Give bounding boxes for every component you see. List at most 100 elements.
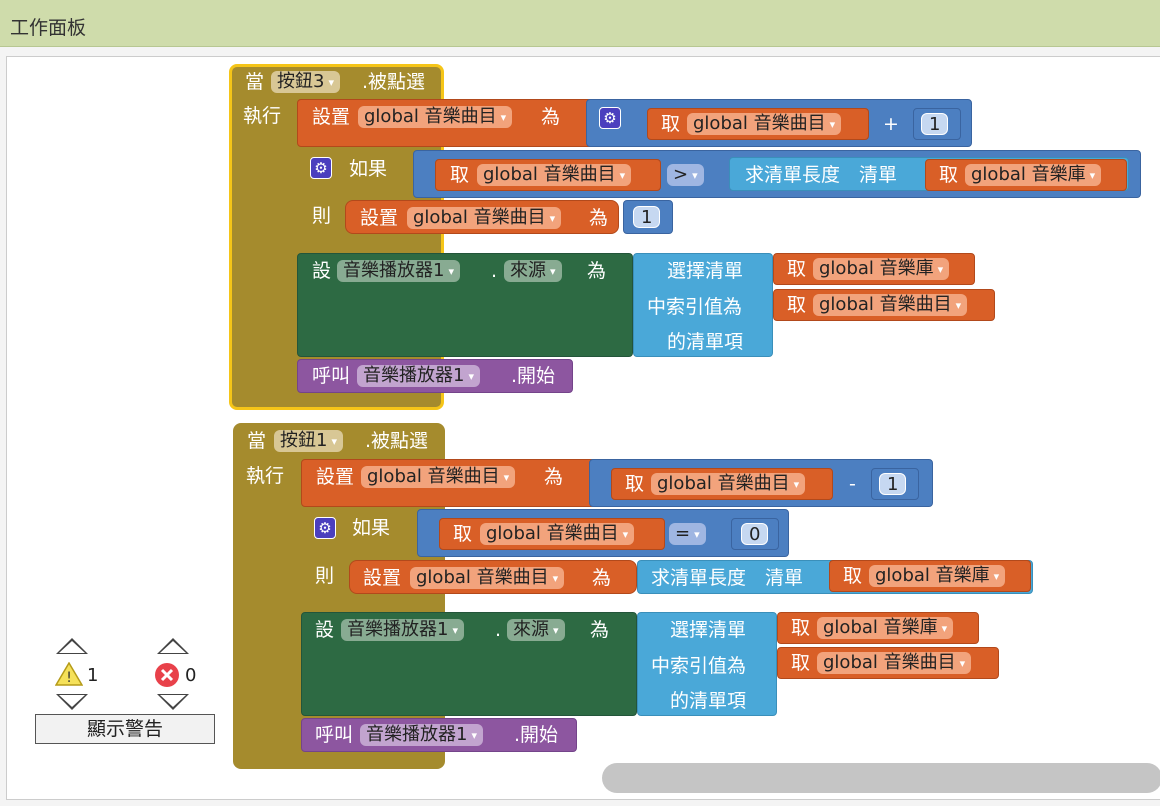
blocks-workspace[interactable]: 當 按鈕3▾ .被點選 執行 設置 global 音樂曲目▾ 為 ⚙ 取 glo… xyxy=(6,56,1160,800)
mutator-gear-icon[interactable]: ⚙ xyxy=(314,517,336,539)
horizontal-scrollbar[interactable] xyxy=(602,763,1160,793)
dot-label: . xyxy=(495,619,502,641)
variable-name: global 音樂曲目 xyxy=(693,113,826,134)
warning-prev-arrow[interactable] xyxy=(56,638,88,654)
variable-dropdown[interactable]: global 音樂曲目▾ xyxy=(410,567,565,589)
select-item-label: 的清單項 xyxy=(670,690,747,712)
do-label: 執行 xyxy=(243,105,282,127)
component-dropdown[interactable]: 音樂播放器1▾ xyxy=(360,724,483,746)
variable-dropdown[interactable]: global 音樂曲目▾ xyxy=(687,113,842,135)
mutator-gear-icon[interactable]: ⚙ xyxy=(310,157,332,179)
subtract-operator: - xyxy=(849,473,856,495)
add-operator: + xyxy=(883,113,899,135)
variable-dropdown[interactable]: global 音樂曲目▾ xyxy=(817,652,972,674)
get-label: 取 xyxy=(661,113,681,135)
operator-dropdown[interactable]: >▾ xyxy=(667,164,704,186)
chevron-down-icon: ▾ xyxy=(793,478,800,491)
variable-name: global 音樂庫 xyxy=(875,565,990,586)
chevron-down-icon: ▾ xyxy=(448,265,454,278)
chevron-down-icon: ▾ xyxy=(622,528,629,541)
variable-name: global 音樂庫 xyxy=(971,164,1086,185)
chevron-down-icon: ▾ xyxy=(452,624,458,637)
variable-dropdown[interactable]: global 音樂庫▾ xyxy=(817,617,954,639)
component-name: 按鈕1 xyxy=(280,430,328,451)
show-warnings-button[interactable]: 顯示警告 xyxy=(35,714,215,744)
variable-name: global 音樂曲目 xyxy=(819,294,952,315)
operator-dropdown[interactable]: =▾ xyxy=(669,523,706,545)
variable-dropdown[interactable]: global 音樂曲目▾ xyxy=(813,294,968,316)
number-value[interactable]: 1 xyxy=(921,113,949,135)
error-count: 0 xyxy=(185,665,197,686)
variable-name: global 音樂庫 xyxy=(823,617,938,638)
chevron-down-icon: ▾ xyxy=(955,299,962,312)
get-label: 取 xyxy=(453,523,473,545)
chevron-down-icon: ▾ xyxy=(959,657,966,670)
component-name: 音樂播放器1 xyxy=(343,260,445,281)
get-label: 取 xyxy=(939,164,959,186)
component-name: 音樂播放器1 xyxy=(366,724,468,745)
svg-text:!: ! xyxy=(66,670,72,686)
select-list-item-block[interactable] xyxy=(633,253,773,357)
set-label: 設置 xyxy=(360,207,399,229)
chevron-down-icon: ▾ xyxy=(619,169,626,182)
variable-dropdown[interactable]: global 音樂曲目▾ xyxy=(407,207,562,229)
component-name: 按鈕3 xyxy=(277,71,325,92)
set-prop-label: 設 xyxy=(315,619,335,641)
variable-dropdown[interactable]: global 音樂庫▾ xyxy=(965,164,1102,186)
variable-dropdown[interactable]: global 音樂庫▾ xyxy=(813,258,950,280)
variable-dropdown[interactable]: global 音樂曲目▾ xyxy=(477,164,632,186)
warning-count: 1 xyxy=(87,665,99,686)
component-dropdown[interactable]: 音樂播放器1▾ xyxy=(357,365,480,387)
warning-icon: ! xyxy=(55,662,83,686)
list-label: 清單 xyxy=(859,164,898,186)
select-list-item-block[interactable] xyxy=(637,612,777,716)
variable-name: global 音樂曲目 xyxy=(367,466,500,487)
chevron-down-icon: ▾ xyxy=(550,265,556,278)
component-name: 音樂播放器1 xyxy=(347,619,449,640)
workspace-title: 工作面板 xyxy=(10,17,87,39)
variable-dropdown[interactable]: global 音樂曲目▾ xyxy=(651,473,806,495)
error-next-arrow[interactable] xyxy=(157,694,189,710)
get-label: 取 xyxy=(843,565,863,587)
then-label: 則 xyxy=(315,565,335,587)
operator-symbol: = xyxy=(675,523,691,544)
select-index-label: 中索引值為 xyxy=(651,655,747,677)
component-dropdown[interactable]: 音樂播放器1▾ xyxy=(341,619,464,641)
variable-name: global 音樂曲目 xyxy=(483,164,616,185)
chevron-down-icon: ▾ xyxy=(937,263,944,276)
chevron-down-icon: ▾ xyxy=(694,528,700,541)
call-label: 呼叫 xyxy=(312,365,351,387)
get-label: 取 xyxy=(625,473,645,495)
property-dropdown[interactable]: 來源▾ xyxy=(507,619,565,641)
event-name: .被點選 xyxy=(362,71,426,93)
if-label: 如果 xyxy=(352,517,391,539)
chevron-down-icon: ▾ xyxy=(471,729,477,742)
variable-dropdown[interactable]: global 音樂曲目▾ xyxy=(361,466,516,488)
number-value[interactable]: 1 xyxy=(633,206,661,228)
component-dropdown[interactable]: 按鈕1▾ xyxy=(274,430,343,452)
variable-name: global 音樂曲目 xyxy=(364,106,497,127)
property-dropdown[interactable]: 來源 ▾ xyxy=(504,260,562,282)
number-value[interactable]: 1 xyxy=(879,473,907,495)
variable-name: global 音樂庫 xyxy=(819,258,934,279)
property-name: 來源 xyxy=(510,260,546,281)
call-label: 呼叫 xyxy=(315,724,354,746)
number-block[interactable] xyxy=(623,200,673,234)
variable-dropdown[interactable]: global 音樂庫▾ xyxy=(869,565,1006,587)
event-name: .被點選 xyxy=(365,430,429,452)
component-dropdown[interactable]: 音樂播放器1▾ xyxy=(337,260,460,282)
warning-next-arrow[interactable] xyxy=(56,694,88,710)
error-prev-arrow[interactable] xyxy=(157,638,189,654)
mutator-gear-icon[interactable]: ⚙ xyxy=(599,107,621,129)
variable-dropdown[interactable]: global 音樂曲目▾ xyxy=(480,523,635,545)
chevron-down-icon: ▾ xyxy=(692,169,698,182)
chevron-down-icon: ▾ xyxy=(553,624,559,637)
to-label: 為 xyxy=(590,619,610,641)
list-length-label: 求清單長度 xyxy=(651,567,747,589)
component-dropdown[interactable]: 按鈕3▾ xyxy=(271,71,340,93)
variable-dropdown[interactable]: global 音樂曲目▾ xyxy=(358,106,513,128)
variable-name: global 音樂曲目 xyxy=(657,473,790,494)
number-value[interactable]: 0 xyxy=(741,523,769,545)
variable-name: global 音樂曲目 xyxy=(486,523,619,544)
set-label: 設置 xyxy=(363,567,402,589)
